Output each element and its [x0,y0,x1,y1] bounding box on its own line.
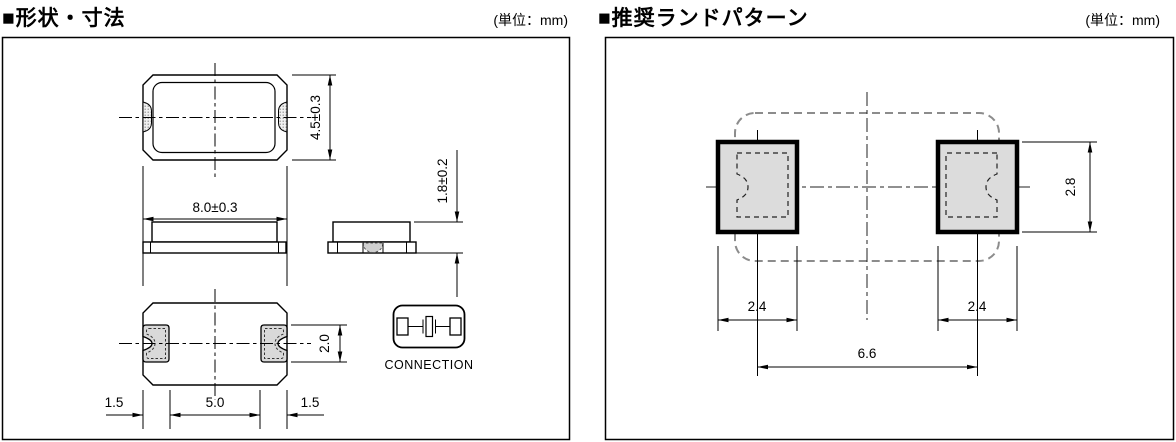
bottom-view [119,289,311,400]
land-pad-left [715,139,800,235]
dim-land-pitch-label: 6.6 [858,346,877,361]
dim-electrode-width-left-label: 1.5 [105,395,124,410]
dim-electrode-gap-label: 5.0 [206,395,225,410]
dim-land-widths: 2.4 2.4 [717,246,1018,331]
dim-body-height: 4.5±0.3 [292,74,336,161]
land-pattern-drawing: 2.8 2.4 2.4 6.6 [604,36,1175,441]
bottom-electrode-left [142,324,170,363]
dim-body-width: 8.0±0.3 [142,166,288,286]
front-view [142,221,287,254]
dim-electrode-widths: 1.5 5.0 1.5 [105,390,324,429]
dim-electrode-width-right-label: 1.5 [301,395,320,410]
dim-land-width-right-label: 2.4 [968,299,987,314]
land-pad-right [935,139,1020,235]
crystal-symbol [425,315,434,338]
left-panel-units: (単位：mm) [493,12,568,28]
dim-body-height-label: 4.5±0.3 [308,95,323,140]
dim-land-height: 2.8 [1022,141,1097,233]
electrode-footprint-right [945,152,998,218]
dim-body-thickness-label: 1.8±0.2 [435,159,450,204]
top-view [119,63,311,178]
connection-label: CONNECTION [384,358,473,372]
terminal-right [449,317,462,336]
dim-body-thickness: 1.8±0.2 [414,150,463,297]
right-panel-title: ■推奨ランドパターン [598,7,809,30]
dim-land-height-label: 2.8 [1063,178,1078,197]
dim-electrode-height: 2.0 [291,324,347,363]
dim-body-width-label: 8.0±0.3 [193,200,238,215]
left-panel-title: ■形状・寸法 [2,7,126,30]
land-pattern [706,92,1030,376]
dim-land-pitch: 6.6 [757,346,978,370]
terminal-left [396,317,409,336]
connection-diagram: CONNECTION [384,304,473,372]
right-panel-units: (単位：mm) [1085,12,1160,28]
bottom-electrode-right [260,324,288,363]
right-panel-header: ■推奨ランドパターン (単位：mm) [598,2,1160,32]
castellation-right [278,101,288,133]
left-panel-header: ■形状・寸法 (単位：mm) [2,2,568,32]
right-panel-frame [604,36,1175,441]
electrode-footprint-left [736,152,789,218]
dim-electrode-height-label: 2.0 [317,334,332,353]
dim-land-width-left-label: 2.4 [748,299,767,314]
shape-dimensions-drawing: 8.0±0.3 4.5±0.3 [1,36,571,441]
end-view [327,221,417,254]
